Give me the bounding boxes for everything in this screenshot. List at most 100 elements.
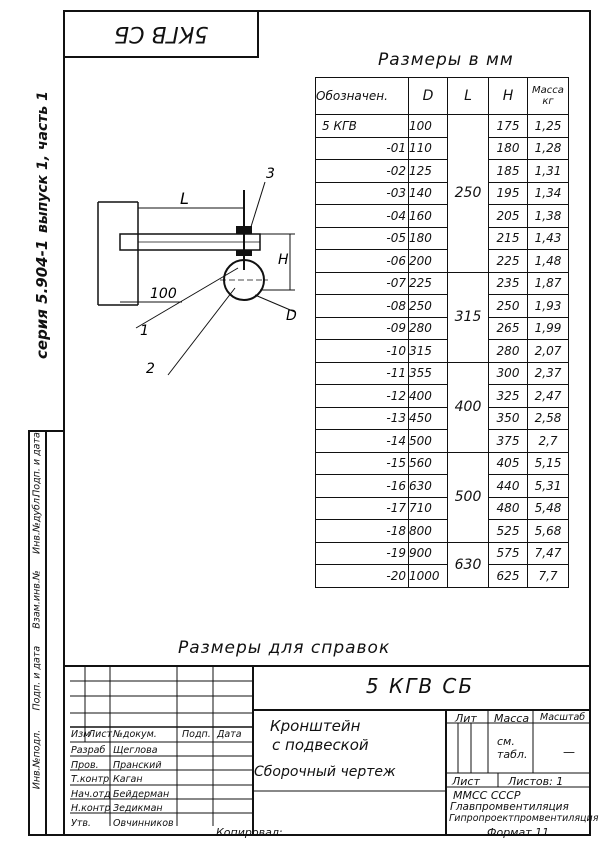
table-cell: 500 [447, 451, 489, 543]
table-cell: 2,7 [527, 429, 569, 453]
table-cell: 500 [408, 429, 448, 453]
table-cell: 225 [488, 249, 528, 273]
col-doc: №докум. [113, 729, 157, 740]
table-cell: 300 [488, 361, 528, 385]
dim-D: D [286, 308, 297, 324]
table-cell: -17 [315, 496, 409, 520]
table-cell: 560 [408, 451, 448, 475]
table-cell: 2,07 [527, 339, 569, 363]
table-cell: 440 [488, 474, 528, 498]
table-cell: 630 [447, 541, 489, 588]
table-cell: 2,58 [527, 406, 569, 430]
col-date: Дата [217, 729, 242, 740]
table-cell: -03 [315, 181, 409, 205]
dim-100: 100 [150, 286, 177, 302]
drawing-frame [63, 10, 591, 836]
table-cell: 5,68 [527, 519, 569, 543]
table-cell: 110 [408, 136, 448, 160]
table-cell: 265 [488, 316, 528, 340]
table-cell: 175 [488, 114, 528, 138]
table-cell: -16 [315, 474, 409, 498]
role-label: Разраб [71, 745, 106, 756]
table-cell: 235 [488, 271, 528, 295]
mass-value: см. табл. [497, 735, 528, 761]
table-cell: -18 [315, 519, 409, 543]
title-name-1: Кронштейн [270, 717, 361, 735]
org-2: Главпромвентиляция [450, 801, 569, 813]
table-cell: 900 [408, 541, 448, 565]
pos-3: 3 [266, 166, 275, 182]
table-cell: 100 [408, 114, 448, 138]
reference-note: Размеры для справок [178, 638, 391, 658]
table-cell: 1,87 [527, 271, 569, 295]
table-cell: 350 [488, 406, 528, 430]
table-cell: 280 [488, 339, 528, 363]
table-cell: 5,15 [527, 451, 569, 475]
format-label: Формат 11 [487, 826, 550, 839]
col-header: L [447, 77, 489, 115]
sheet-label: Лист [452, 775, 480, 788]
sidebar-field: Подп. и дата [31, 432, 43, 497]
table-cell: 7,7 [527, 564, 569, 588]
table-cell: -10 [315, 339, 409, 363]
role-label: Нач.отд [71, 788, 111, 800]
table-cell: -07 [315, 271, 409, 295]
pos-2: 2 [146, 361, 155, 377]
issue-label: выпуск 1, часть 1 [35, 91, 51, 233]
table-cell: 480 [488, 496, 528, 520]
table-cell: 200 [408, 249, 448, 273]
table-cell: -04 [315, 204, 409, 228]
title-code: 5 КГВ СБ [365, 674, 475, 698]
sidebar-field: Взам.инв.№ [31, 570, 43, 629]
table-cell: 5,31 [527, 474, 569, 498]
table-cell: 575 [488, 541, 528, 565]
table-cell: -09 [315, 316, 409, 340]
table-cell: -11 [315, 361, 409, 385]
role-name: Щеглова [113, 745, 158, 756]
table-cell: 195 [488, 181, 528, 205]
table-cell: -01 [315, 136, 409, 160]
title-name-2: с подвеской [272, 736, 369, 754]
col-list: Лист [88, 729, 113, 740]
org-3: Гипропроектпромвентиляция [449, 813, 599, 824]
title-block-grid [63, 665, 591, 836]
role-name: Бейдерман [113, 788, 170, 800]
table-cell: 250 [447, 114, 489, 273]
table-cell: 2,47 [527, 384, 569, 408]
table-cell: 250 [488, 294, 528, 318]
col-header: D [408, 77, 448, 115]
table-cell: 180 [408, 226, 448, 250]
role-name: Зедикман [113, 803, 163, 814]
table-cell: -02 [315, 159, 409, 183]
sidebar-field: Инв.№подл. [31, 729, 43, 790]
dim-H: H [278, 252, 289, 268]
role-label: Пров. [71, 759, 99, 771]
org-1: ММСС СССР [453, 789, 521, 802]
table-cell: 205 [488, 204, 528, 228]
table-cell: 710 [408, 496, 448, 520]
table-title: Размеры в мм [378, 50, 514, 70]
table-cell: 225 [408, 271, 448, 295]
table-cell: 1,25 [527, 114, 569, 138]
table-cell: 215 [488, 226, 528, 250]
table-cell: 140 [408, 181, 448, 205]
role-label: Утв. [71, 817, 91, 829]
table-cell: 1,31 [527, 159, 569, 183]
role-name: Овчинников [113, 817, 174, 829]
table-cell: 280 [408, 316, 448, 340]
table-cell: 1,38 [527, 204, 569, 228]
table-cell: 160 [408, 204, 448, 228]
